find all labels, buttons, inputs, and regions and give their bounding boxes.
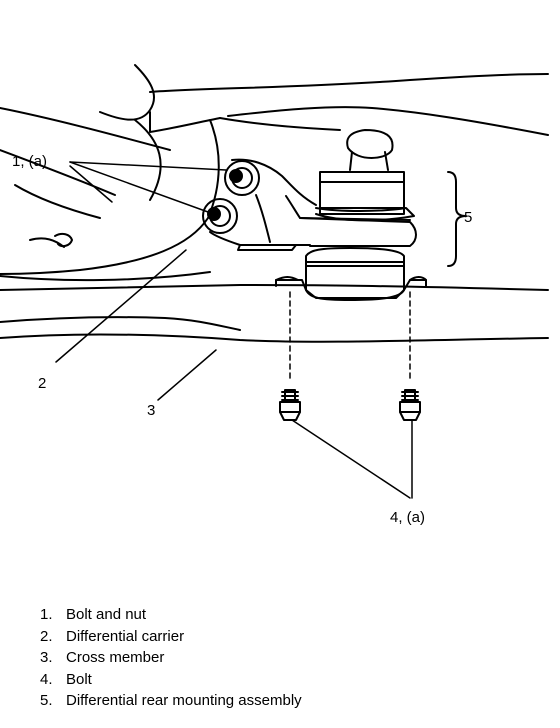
legend-text: Differential carrier bbox=[66, 627, 185, 645]
legend-text: Bolt bbox=[66, 670, 92, 688]
legend-number: 1. bbox=[40, 606, 53, 623]
mounting-assembly-bracket bbox=[447, 171, 467, 267]
bolt-and-nut-lower bbox=[202, 198, 238, 234]
cross-member bbox=[0, 284, 549, 343]
leader-lines bbox=[55, 161, 413, 499]
callout-bolt-and-nut: 1, (a) bbox=[12, 153, 47, 170]
legend-text: Bolt and nut bbox=[66, 606, 147, 623]
legend-item: 5. Differential rear mounting assembly bbox=[40, 690, 302, 712]
callout-cross-member: 3 bbox=[147, 402, 155, 419]
bolts-lower bbox=[279, 291, 421, 421]
legend-item: 1. Bolt and nut bbox=[40, 604, 302, 626]
callout-bolt: 4, (a) bbox=[390, 509, 425, 526]
legend-text: Cross member bbox=[66, 649, 165, 666]
legend-number: 2. bbox=[40, 627, 53, 645]
vehicle-underbody bbox=[0, 64, 549, 282]
legend-item: 2. Differential carrier bbox=[40, 626, 302, 648]
parts-legend: 1. Bolt and nut 2. Differential carrier 3.… bbox=[40, 604, 302, 712]
legend-item: 4. Bolt bbox=[40, 669, 302, 691]
legend-text: Differential rear mounting assembly bbox=[66, 692, 302, 709]
legend-item: 3. Cross member bbox=[40, 647, 302, 669]
bolt-and-nut-upper bbox=[224, 160, 260, 196]
legend-number: 5. bbox=[40, 692, 53, 709]
callout-mounting-assembly: 5 bbox=[464, 209, 472, 226]
differential-carrier bbox=[209, 158, 417, 251]
callout-differential-carrier: 2 bbox=[38, 375, 46, 392]
mounting-diagram: 1, (a) 2 3 4, (a) 5 bbox=[0, 64, 549, 526]
mounting-assembly bbox=[275, 129, 427, 301]
legend-number: 3. bbox=[40, 649, 53, 666]
legend-number: 4. bbox=[40, 670, 53, 688]
